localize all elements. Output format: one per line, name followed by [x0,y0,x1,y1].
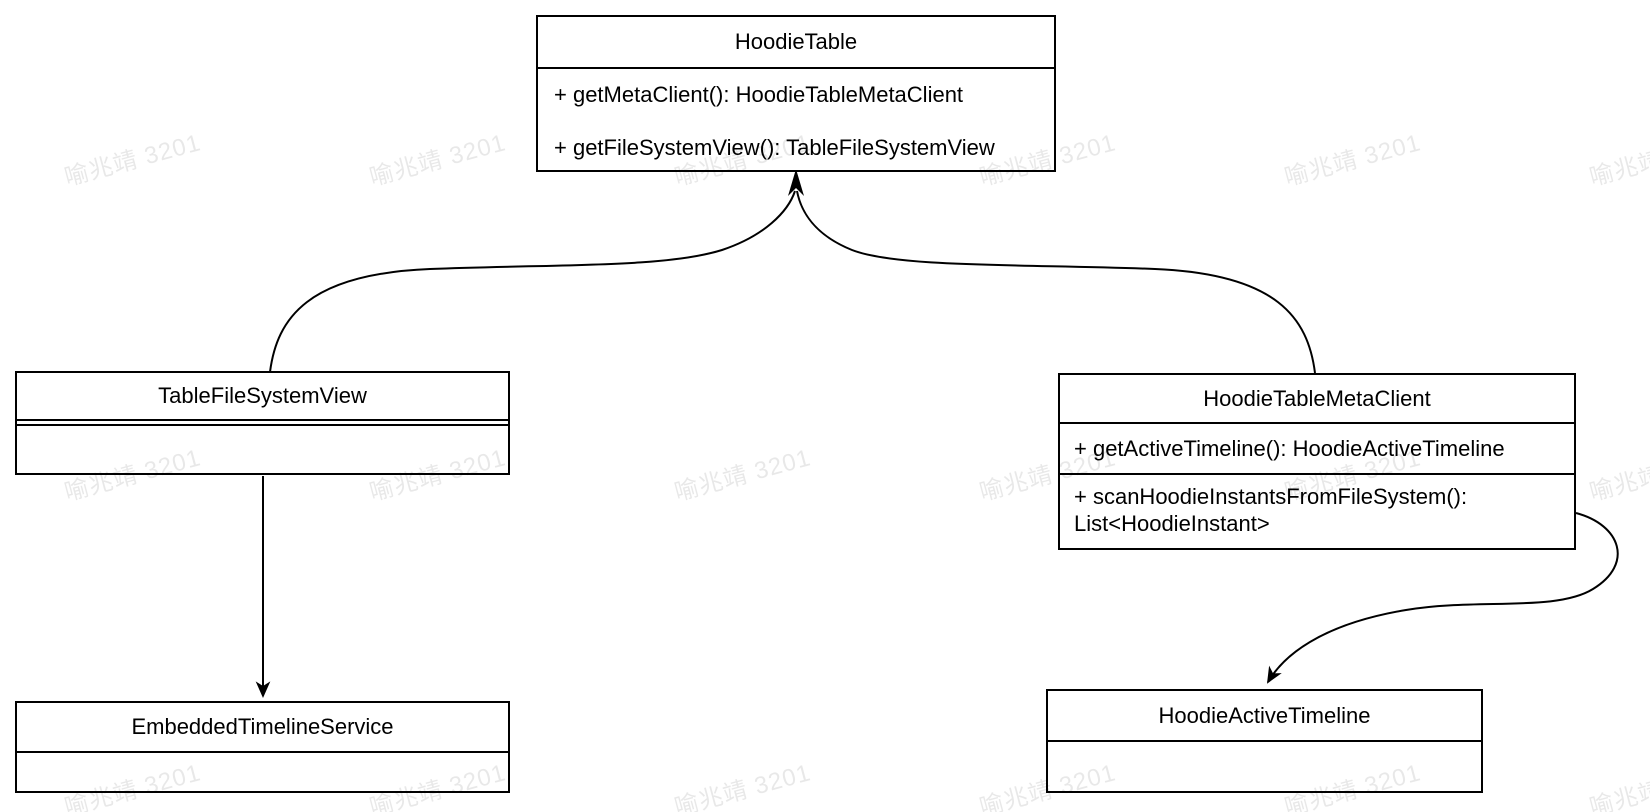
edge-hoodietablemetaclient-to-hoodieactivetimeline [1266,512,1619,684]
class-title: HoodieTable [538,17,1054,69]
edge-hoodietablemetaclient-to-hoodietable [796,190,1316,374]
attributes-compartment [17,421,508,426]
class-hoodie-table: HoodieTable + getMetaClient(): HoodieTab… [536,15,1056,172]
class-title: EmbeddedTimelineService [17,703,508,753]
method-label: + scanHoodieInstantsFromFileSystem(): Li… [1074,484,1468,536]
class-hoodie-table-meta-client: HoodieTableMetaClient + getActiveTimelin… [1058,373,1576,550]
arrowhead-hoodietable [788,169,804,196]
class-title: HoodieTableMetaClient [1060,375,1574,424]
edge-tablefilesystemview-to-hoodietable [269,190,796,373]
class-hoodie-active-timeline: HoodieActiveTimeline [1046,689,1483,793]
method-label: + getMetaClient(): HoodieTableMetaClient [554,82,964,107]
method-label: + getActiveTimeline(): HoodieActiveTimel… [1060,424,1574,475]
method-label: + getFileSystemView(): TableFileSystemVi… [554,135,995,160]
class-title: HoodieActiveTimeline [1048,691,1481,742]
class-embedded-timeline-service: EmbeddedTimelineService [15,701,510,793]
class-table-file-system-view: TableFileSystemView [15,371,510,475]
class-methods: + getMetaClient(): HoodieTableMetaClient… [538,69,1054,161]
class-title: TableFileSystemView [17,373,508,421]
